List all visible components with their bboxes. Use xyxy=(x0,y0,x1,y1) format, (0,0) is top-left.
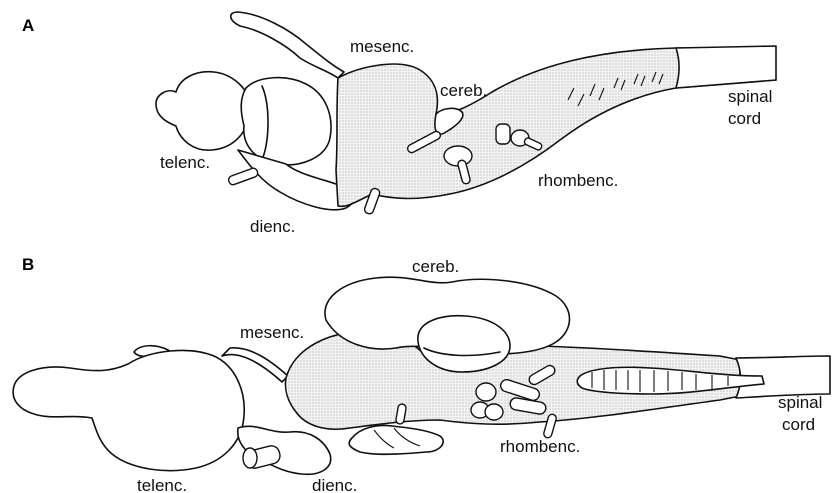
panel-b-cereb-label: cereb. xyxy=(412,257,459,276)
panel-a-rhombenc-label: rhombenc. xyxy=(538,171,618,190)
panel-a-mesenc-label: mesenc. xyxy=(350,37,414,56)
panel-b-dienc-label: dienc. xyxy=(312,476,357,493)
panel-b-telencephalon xyxy=(13,350,244,470)
panel-a-cord-label: cord xyxy=(728,109,761,128)
panel-b-optic-nerve-end xyxy=(243,448,257,468)
panel-a-optic-nerve xyxy=(228,167,259,186)
panel-b-cerebellar-lobe xyxy=(418,316,510,372)
panel-a-olfactory-bulb xyxy=(156,72,250,151)
panel-b-nerve-2 xyxy=(349,426,443,455)
panel-a-telenc-label: telenc. xyxy=(160,153,210,172)
panel-a: A mesenc. cere xyxy=(22,12,776,236)
panel-b-cord-label: cord xyxy=(782,415,815,434)
panel-b-spinal-label: spinal xyxy=(778,393,822,412)
panel-a-nerve-5 xyxy=(496,124,510,144)
panel-a-olfactory-stalk xyxy=(231,12,344,78)
panel-b-mesenc-label: mesenc. xyxy=(240,323,304,342)
panel-a-telencephalon xyxy=(241,78,331,165)
panel-a-dienc-label: dienc. xyxy=(250,217,295,236)
panel-b: B cere xyxy=(13,255,830,493)
panel-b-rhombenc-label: rhombenc. xyxy=(500,437,580,456)
panel-b-telenc-label: telenc. xyxy=(137,476,187,493)
panel-a-spinal-label: spinal xyxy=(728,87,772,106)
panel-a-label: A xyxy=(22,16,34,35)
panel-a-cereb-label: cereb. xyxy=(440,81,487,100)
panel-b-label: B xyxy=(22,255,34,274)
panel-a-spinal-cord xyxy=(676,46,776,88)
